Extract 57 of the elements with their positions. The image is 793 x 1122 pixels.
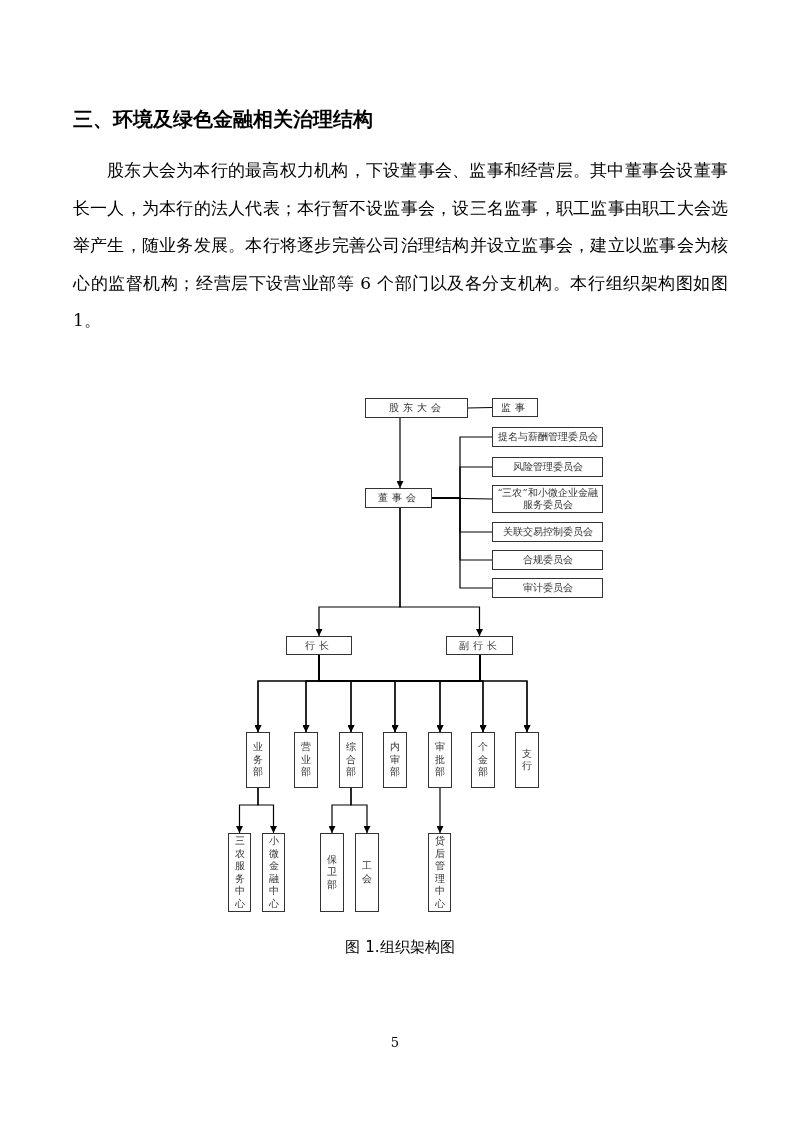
arrow <box>396 417 404 489</box>
org-unit-box <box>262 833 285 912</box>
org-unit-box <box>428 833 451 912</box>
page-number: 5 <box>389 1035 401 1051</box>
unit-name: 审计委员会 <box>522 582 573 594</box>
org-unit-box <box>383 732 407 788</box>
org-unit-box <box>365 398 468 418</box>
unit-name: 三农服务中心 <box>234 835 245 910</box>
unit-name: 监事 <box>501 401 529 414</box>
section-heading: 三、环境及绿色金融相关治理结构 <box>73 106 373 133</box>
org-unit-box <box>492 457 603 477</box>
unit-name: 风险管理委员会 <box>512 461 583 473</box>
unit-name: 股东大会 <box>388 402 445 414</box>
body-paragraph: 股东大会为本行的最高权力机构，下设董事会、监事和经营层。其中董事会设董事长一人，为本行的法人代表；本行暂不设监事会，设三名监事，职工监事由职工大会选举产生，随业务发展。本行将逐步完善公司治理结构并设立监事会，建立以监事会为核心的监督机构；经营层下设营业部等 6 个部门以及各分支机构。本行组织架构图如图1。 <box>73 159 728 332</box>
unit-name: 审批部 <box>435 741 445 779</box>
unit-name: 小微金融中心 <box>268 835 279 910</box>
org-unit-box <box>294 732 318 788</box>
unit-name: 董事会 <box>377 492 420 504</box>
org-unit-box <box>492 398 538 417</box>
org-unit-box <box>471 732 495 788</box>
unit-name: 合规委员会 <box>522 554 573 566</box>
arrow <box>436 787 444 834</box>
unit-name: 关联交易控制委员会 <box>502 526 593 538</box>
connector-line <box>467 406 493 409</box>
unit-name: 营业部 <box>301 741 311 779</box>
unit-name: 行长 <box>305 639 333 652</box>
arrow <box>479 654 531 733</box>
connector-line <box>431 497 493 589</box>
org-unit-box <box>446 636 513 655</box>
unit-name: 副行长 <box>458 639 501 652</box>
org-unit-box <box>286 636 352 655</box>
unit-name: 业务部 <box>253 741 263 779</box>
unit-name: 贷后管理中心 <box>434 835 445 910</box>
org-unit-box <box>320 833 344 912</box>
org-unit-box <box>428 732 452 788</box>
figure-caption: 图 1.组织架构图 <box>344 938 456 957</box>
org-unit-box <box>365 488 432 508</box>
org-unit-box <box>355 833 379 912</box>
org-unit-box <box>339 732 363 788</box>
arrow <box>399 507 483 637</box>
org-unit-box <box>492 578 603 598</box>
org-unit-box <box>246 732 270 788</box>
unit-name: “三农”和小微企业金融服务委员会 <box>496 487 599 511</box>
org-unit-box <box>492 427 603 447</box>
unit-name: 综合部 <box>346 741 356 779</box>
arrow <box>350 787 371 834</box>
org-unit-box <box>492 522 603 542</box>
org-unit-box <box>515 732 539 788</box>
org-unit-box <box>228 833 251 912</box>
unit-name: 支行 <box>522 747 532 773</box>
unit-name: 提名与薪酬管理委员会 <box>497 431 598 443</box>
unit-name: 个金部 <box>478 741 488 779</box>
unit-name: 工会 <box>362 860 372 885</box>
arrow <box>257 787 277 834</box>
unit-name: 保卫部 <box>327 853 337 892</box>
org-unit-box <box>492 550 603 570</box>
unit-name: 内审部 <box>390 741 400 779</box>
